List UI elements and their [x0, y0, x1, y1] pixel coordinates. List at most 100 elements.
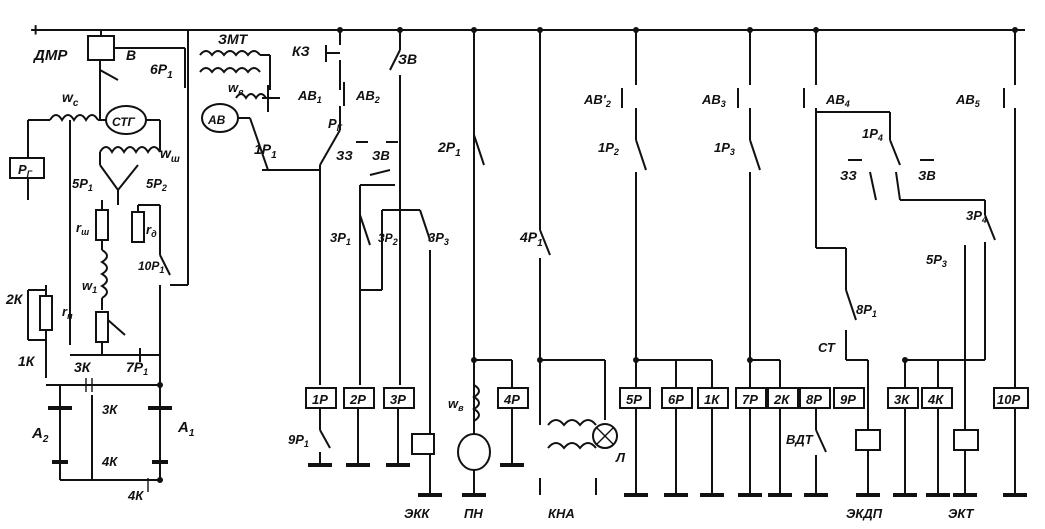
wsh-winding — [99, 146, 161, 154]
junction-av4 — [813, 27, 819, 33]
relay-row-right: 5Р 6Р 1К 7Р 2К 8Р 9Р 3К 4К 10Р ВДТ ЭКДП — [619, 360, 1029, 521]
rsh-label: rш — [76, 220, 89, 237]
pn-section: 2Р1 wв ПН 4Р — [437, 30, 529, 521]
av2-label: АВ2 — [355, 88, 380, 105]
kz-label: КЗ — [292, 43, 310, 59]
zv-mid-label: ЗВ — [372, 148, 390, 163]
4k-b-label: 4К — [127, 488, 144, 503]
av-label: АВ — [207, 113, 226, 127]
9p1-contact — [319, 429, 331, 449]
3p3-contact — [419, 209, 431, 241]
junction-av5 — [1012, 27, 1018, 33]
right-section: АВ'2 1Р2 АВ3 1Р3 АВ4 1Р4 ЗЗ ЗВ 3Р4 — [583, 30, 1016, 495]
7p1-label: 7Р1 — [126, 359, 148, 377]
1p2-contact — [635, 139, 647, 171]
5p-contacts — [99, 164, 139, 192]
kna-winding-1 — [547, 419, 597, 427]
rp-resistor — [95, 311, 109, 343]
junction-kna-bus — [537, 357, 543, 363]
rg-box-label: РГ — [18, 162, 33, 179]
relay-2p-label: 2Р — [349, 392, 366, 407]
3p4-label: 3Р4 — [966, 208, 987, 225]
1p4-label: 1Р4 — [862, 126, 883, 143]
junction-zv — [397, 27, 403, 33]
kna-winding-2 — [547, 442, 597, 450]
6p-label: 6Р1 — [150, 61, 173, 81]
junction-dots — [157, 27, 1018, 483]
10p1-label: 10Р1 — [138, 259, 164, 275]
junction-kna — [537, 27, 543, 33]
relay-7p — [735, 387, 767, 409]
2p1-label: 2Р1 — [437, 139, 461, 159]
w1-winding — [100, 249, 108, 299]
junction-7p — [747, 357, 753, 363]
4p1-label: 4Р1 — [519, 229, 543, 249]
wv2-label: wв — [448, 396, 464, 413]
dmr-label: ДМР — [32, 47, 68, 64]
1p4-contact — [889, 139, 901, 166]
rg-mid-label: РГ — [328, 116, 343, 133]
relay-1k-label: 1К — [704, 392, 720, 407]
10p1-contact — [159, 254, 171, 276]
wc-winding — [49, 114, 99, 122]
8p1-label: 8Р1 — [856, 302, 877, 319]
av-motor-section: ЗМТ wв АВ 1Р1 АВ1 — [199, 31, 322, 171]
9p1-left-label: 9Р1 — [288, 432, 309, 449]
st-label: СТ — [818, 340, 836, 355]
relay-5p — [619, 387, 651, 409]
4k-label: 4К — [101, 454, 118, 469]
av3-label: АВ3 — [701, 92, 726, 109]
wv-label: wв — [228, 80, 244, 97]
plus-label: + — [30, 20, 41, 40]
pn-label: ПН — [464, 506, 483, 521]
kna-section: 4Р1 Л КНА — [519, 30, 626, 521]
rg-contact — [319, 129, 341, 166]
rd-label: rд — [146, 222, 157, 239]
relay-7p-label: 7Р — [742, 392, 758, 407]
rp-left-resistor — [39, 295, 53, 331]
generator-section: ДМР В 6Р1 wс СТГ РГ wш 5Р1 5Р2 — [5, 30, 195, 503]
zz-contact — [369, 169, 391, 176]
junction-5p — [633, 357, 639, 363]
av1-label: АВ1 — [297, 88, 322, 105]
dmr-relay — [87, 35, 115, 61]
av2p-label: АВ'2 — [583, 92, 611, 109]
2p1-contact — [473, 134, 485, 166]
relay-8p-label: 8Р — [806, 392, 822, 407]
zv2-label: ЗВ — [918, 168, 936, 183]
3p2-label: 3Р2 — [378, 231, 398, 247]
3k-b-label: 3К — [102, 402, 118, 417]
junction-pn — [471, 27, 477, 33]
junction-a1 — [157, 382, 163, 388]
junction-3k — [902, 357, 908, 363]
2k-label: 2К — [5, 291, 24, 307]
rp-label: rп — [62, 304, 73, 321]
zmt-winding-2 — [199, 67, 261, 74]
ekdp-label: ЭКДП — [846, 506, 883, 521]
1p3-label: 1Р3 — [714, 140, 735, 157]
stg-label: СТГ — [112, 115, 136, 129]
3p1-label: 3Р1 — [330, 230, 351, 247]
vdt-contact — [815, 429, 827, 453]
kna-label: КНА — [548, 506, 575, 521]
4p1-contact — [539, 229, 551, 256]
zz2-label: ЗЗ — [840, 168, 857, 183]
zmt-winding-1 — [199, 50, 261, 57]
relay-4k-label: 4К — [927, 392, 944, 407]
3p4-contact — [984, 214, 996, 241]
relay-6p-label: 6Р — [668, 392, 684, 407]
v-label: В — [126, 47, 136, 63]
5p2-label: 5Р2 — [146, 176, 167, 193]
zz2-contact — [869, 171, 877, 201]
5p3-label: 5Р3 — [926, 252, 947, 269]
lamp-cross-b — [596, 427, 614, 445]
pn-motor — [457, 433, 491, 471]
relay-9p-label: 9Р — [840, 392, 856, 407]
relay-10p-label: 10Р — [997, 392, 1020, 407]
kz-zv-section: КЗ АВ2 РГ ЗЗ ЗВ ЗВ 3Р1 3Р2 3Р3 — [292, 30, 449, 495]
relay-5p-label: 5Р — [626, 392, 642, 407]
1p1-label: 1Р1 — [254, 141, 277, 161]
rp-wiper — [107, 319, 126, 336]
rsh-resistor — [95, 209, 109, 241]
